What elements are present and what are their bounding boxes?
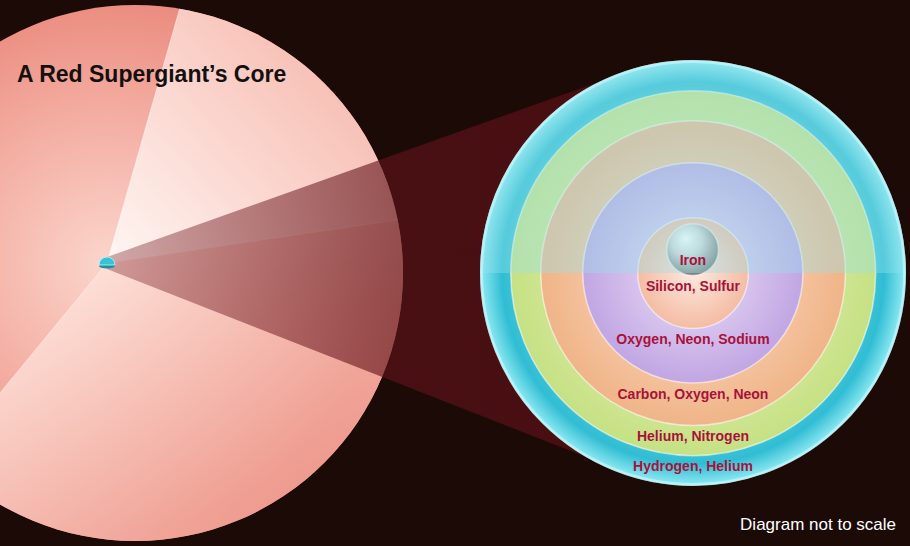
layer-label: Iron <box>680 252 706 268</box>
shell-rim <box>482 62 905 485</box>
diagram-title: A Red Supergiant’s Core <box>17 60 286 88</box>
layer-label: Helium, Nitrogen <box>637 428 749 444</box>
cutaway-edge <box>107 0 185 263</box>
layer-label: Carbon, Oxygen, Neon <box>618 386 769 402</box>
upper-half-tint <box>480 60 906 273</box>
layer-label: Hydrogen, Helium <box>633 458 753 474</box>
layer-disc <box>481 61 906 486</box>
layer-label: Oxygen, Neon, Sodium <box>616 331 769 347</box>
cutaway-edge <box>0 263 107 405</box>
core-dome <box>99 257 115 265</box>
scale-note: Diagram not to scale <box>740 515 896 535</box>
layer-label: Silicon, Sulfur <box>646 278 740 294</box>
